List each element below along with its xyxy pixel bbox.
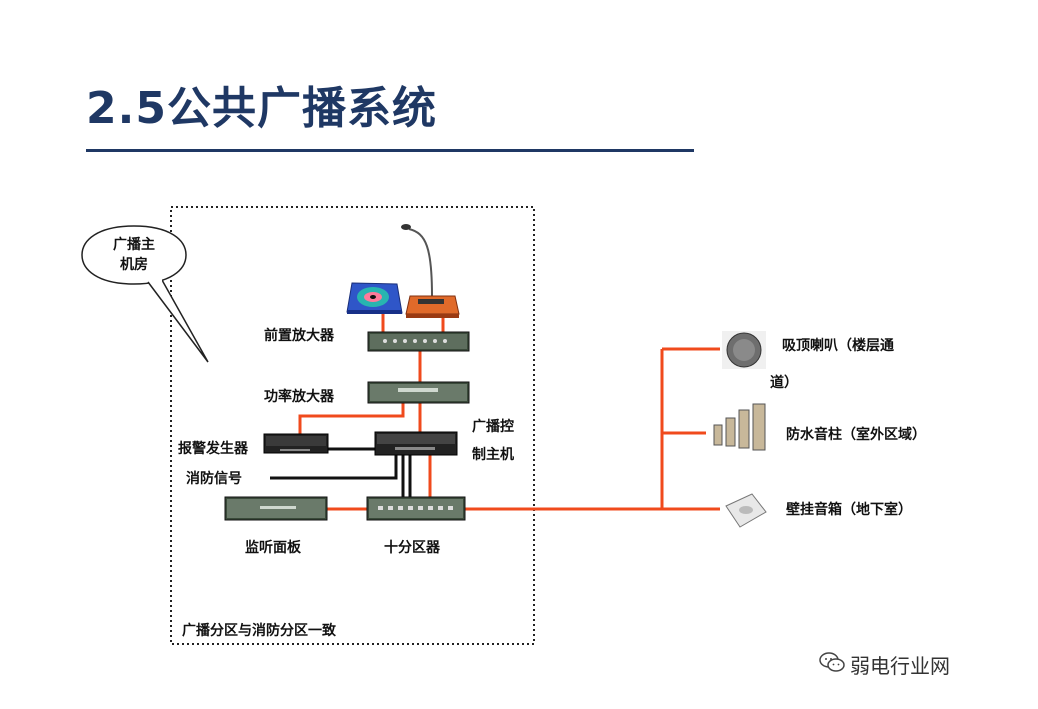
fire-signal-label: 消防信号 xyxy=(186,471,242,487)
power-amplifier-device xyxy=(367,381,470,404)
monitor-panel-device xyxy=(224,496,328,521)
power-amp-label: 功率放大器 xyxy=(264,389,334,405)
alarm-generator-label: 报警发生器 xyxy=(178,441,248,457)
control-host-label-1: 广播控 xyxy=(472,419,514,435)
machine-room-boundary xyxy=(170,206,535,645)
paging-microphone-device xyxy=(401,224,460,318)
callout-line-1: 广播主 xyxy=(113,237,155,253)
machine-room-callout: 广播主 机房 xyxy=(83,225,185,285)
page-title: 2.5公共广播系统 xyxy=(86,83,437,134)
pre-amp-label: 前置放大器 xyxy=(264,328,334,344)
cd-player-device xyxy=(346,282,403,314)
pre-amplifier-device xyxy=(367,331,470,352)
control-host-device xyxy=(374,431,458,456)
title-underline xyxy=(86,149,694,152)
control-host-label-2: 制主机 xyxy=(472,447,514,463)
column-speaker-icon xyxy=(713,403,766,451)
callout-pointer xyxy=(147,279,209,363)
ten-zone-label: 十分区器 xyxy=(384,540,440,556)
callout-bubble-outline xyxy=(81,225,187,285)
column-speaker-label: 防水音柱（室外区域） xyxy=(786,427,926,443)
signal-lines xyxy=(298,314,720,511)
wall-speaker-label: 壁挂音箱（地下室） xyxy=(786,502,912,518)
control-lines xyxy=(270,447,412,497)
wechat-icon xyxy=(819,652,845,672)
callout-line-2: 机房 xyxy=(120,257,148,273)
ceiling-speaker-icon xyxy=(722,331,766,369)
ceiling-speaker-label-1: 吸顶喇叭（楼层通 xyxy=(782,338,894,354)
ten-zone-device xyxy=(366,496,466,521)
wall-speaker-icon xyxy=(725,493,767,528)
callout-joint xyxy=(149,278,163,283)
zone-note-label: 广播分区与消防分区一致 xyxy=(182,623,336,639)
monitor-panel-label: 监听面板 xyxy=(245,540,301,556)
alarm-generator-device xyxy=(263,433,329,454)
watermark-text: 弱电行业网 xyxy=(850,654,950,678)
ceiling-speaker-label-2: 道） xyxy=(770,375,798,391)
